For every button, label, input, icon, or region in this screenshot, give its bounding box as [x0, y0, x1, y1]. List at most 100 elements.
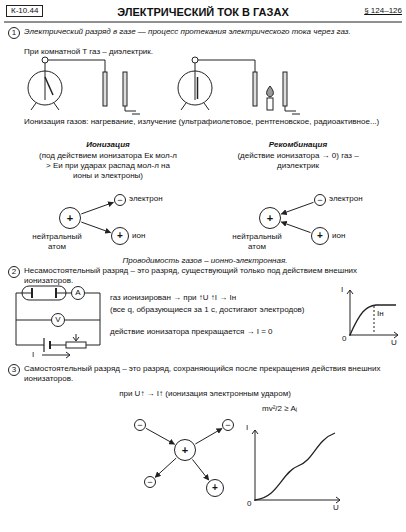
text-label: при U↑ → I↑ (ионизация электронным ударо… [70, 389, 340, 399]
text-label: mv²/2 ≥ Aᵢ [262, 404, 342, 414]
electroscope-discharged-stroke [267, 86, 274, 97]
text-label: нейтральный атом [26, 232, 88, 252]
particle-circle: + [259, 207, 281, 229]
particle-circle: − [314, 194, 326, 206]
electroscope-discharged-stroke [285, 106, 296, 111]
motion-arrow [81, 222, 110, 233]
electroscope-discharged-stroke [192, 57, 198, 63]
text-label: ион [332, 231, 362, 241]
node-text: − [147, 478, 152, 487]
text-label: (под действием ионизатора Eк мол-л > Eи … [38, 151, 178, 181]
electroscope-discharged-stroke [267, 98, 273, 110]
motion-arrow [146, 428, 174, 444]
text-label: При комнатной T газ – диэлектрик. [24, 47, 400, 57]
electroscope-charged-stroke [132, 114, 140, 115]
text-label: действие ионизатора прекращается → I = 0 [110, 327, 340, 337]
text-label: U [391, 338, 401, 348]
electroscope-discharged-stroke [292, 114, 300, 115]
text-label: газ ионизирован → при ↑U ↑I → Iн [110, 293, 340, 303]
motion-arrow [281, 222, 310, 233]
node-text: − [225, 421, 230, 430]
self-discharge-graph-stroke [254, 500, 340, 501]
circuit-wires-stroke [73, 337, 79, 341]
circuit-wires-stroke [56, 293, 71, 294]
text-label: Iн [377, 309, 397, 319]
text-label: Электрический разряд в газе — процесс пр… [24, 27, 400, 37]
electroscope-discharged-stroke [197, 77, 199, 99]
saturation-graph-stroke [350, 290, 351, 336]
electroscope-charged-stroke [42, 57, 48, 63]
circuit-wires [16, 286, 100, 358]
text-label: § 124–126 [340, 6, 402, 16]
circuit-wires-stroke [76, 334, 77, 340]
circuit-wires-stroke [50, 345, 66, 346]
electroscope-charged-stroke [123, 72, 127, 106]
text-label: (все q, образующиеся за 1 с, достигают э… [110, 305, 340, 315]
node-text: A [75, 289, 80, 297]
circuit-wires-stroke [43, 338, 44, 352]
self-discharge-graph-stroke [252, 430, 258, 434]
electroscope-charged-stroke [45, 63, 46, 71]
text-label: Ионизация газов: нагревание, излучение (… [24, 117, 400, 127]
circuit-wires-stroke [16, 320, 51, 321]
electroscope-discharged-stroke [195, 71, 196, 100]
node-text: + [212, 483, 218, 493]
text-label: нейтральный атом [226, 232, 288, 252]
text-label: 0 [342, 334, 350, 344]
particle-circle: + [311, 227, 329, 245]
text-label: Ионизация [38, 140, 178, 150]
text-label: I [32, 350, 40, 360]
self-discharge-graph-stroke [336, 497, 340, 503]
electroscope-charged-stroke [28, 71, 62, 105]
electroscope-discharged-stroke [283, 72, 287, 106]
text-label: Проводимость газов – ионно-электронная. [60, 256, 350, 266]
text-label: Рекомбинация [228, 140, 368, 150]
text-label: ион [132, 231, 162, 241]
electroscope-charged [28, 57, 140, 114]
circuit-wires-stroke [66, 352, 70, 358]
text-label: (действие ионизатора → 0) газ – диэлектр… [228, 151, 368, 171]
particle-circle: − [222, 419, 234, 431]
electroscope-charged-stroke [45, 71, 46, 100]
sheet-code-box: К-10.44 [6, 5, 43, 17]
electroscope-discharged [178, 57, 300, 114]
motion-arrow [192, 459, 208, 480]
electroscope-charged-stroke [54, 103, 59, 110]
text-label: Самостоятельный разряд – это разряд, сох… [24, 364, 400, 384]
node-text: + [182, 445, 188, 456]
motion-arrow [195, 429, 222, 444]
circuit-wires-stroke [16, 293, 44, 345]
node-text: К-10.44 [11, 7, 38, 15]
text-label: электрон [129, 194, 179, 204]
node-text: + [67, 213, 73, 224]
particle-circle: A [71, 286, 85, 300]
particle-circle: + [59, 207, 81, 229]
text-label: I [246, 423, 254, 433]
node-text: + [317, 231, 323, 241]
node-text: V [55, 316, 60, 324]
particle-circle: 1 [8, 27, 20, 39]
saturation-graph [347, 290, 398, 338]
node-text: 1 [12, 29, 16, 37]
motion-arrow [81, 202, 113, 214]
electroscope-charged-stroke [125, 106, 136, 111]
circuit-wires-stroke [85, 293, 100, 345]
particle-circle: + [206, 479, 224, 497]
node-text: − [317, 196, 322, 205]
electroscope-discharged-stroke [204, 103, 209, 110]
text-label: I [341, 285, 349, 295]
header-rule-stroke [4, 21, 402, 22]
text-label: электрон [329, 194, 379, 204]
self-discharge-graph-stroke [255, 433, 335, 500]
electroscope-charged-stroke [45, 77, 53, 95]
motion-arrow [155, 458, 176, 477]
electroscope-discharged-stroke [195, 63, 196, 71]
electroscope-charged-stroke [48, 60, 105, 72]
node-text: + [267, 213, 273, 224]
particle-circle: + [174, 439, 196, 461]
electroscope-charged-stroke [103, 72, 107, 106]
motion-arrow [281, 202, 313, 214]
electroscope-discharged-stroke [181, 103, 186, 110]
electroscope-discharged-stroke [253, 72, 257, 106]
